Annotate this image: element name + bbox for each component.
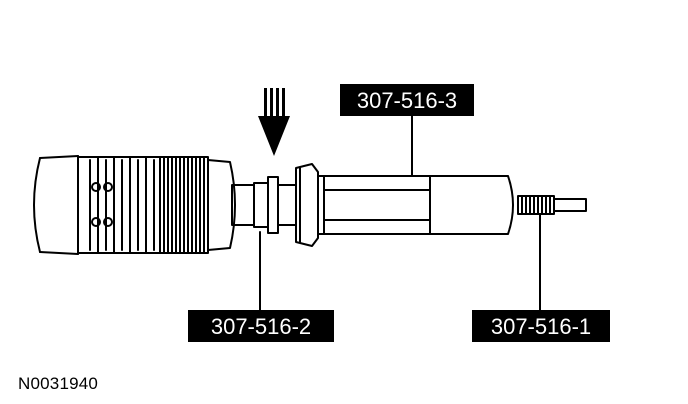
seal [267,176,297,234]
down-arrow-icon [258,88,290,156]
spline-gear [159,156,209,254]
callout-307-516-3: 307-516-3 [340,84,474,116]
callout-307-516-1: 307-516-1 [472,310,610,342]
output-shaft [231,182,269,228]
callout-307-516-2: 307-516-2 [188,310,334,342]
callout-307-516-3-text: 307-516-3 [357,88,457,113]
callout-307-516-1-text: 307-516-1 [491,314,591,339]
drum-flange [207,159,236,251]
seal-installer-tool [295,163,514,247]
figure-id: N0031940 [18,374,99,393]
shaft-housing [33,155,79,255]
forcing-screw-tool [517,195,587,215]
grooved-section [77,156,161,254]
callout-307-516-2-text: 307-516-2 [211,314,311,339]
